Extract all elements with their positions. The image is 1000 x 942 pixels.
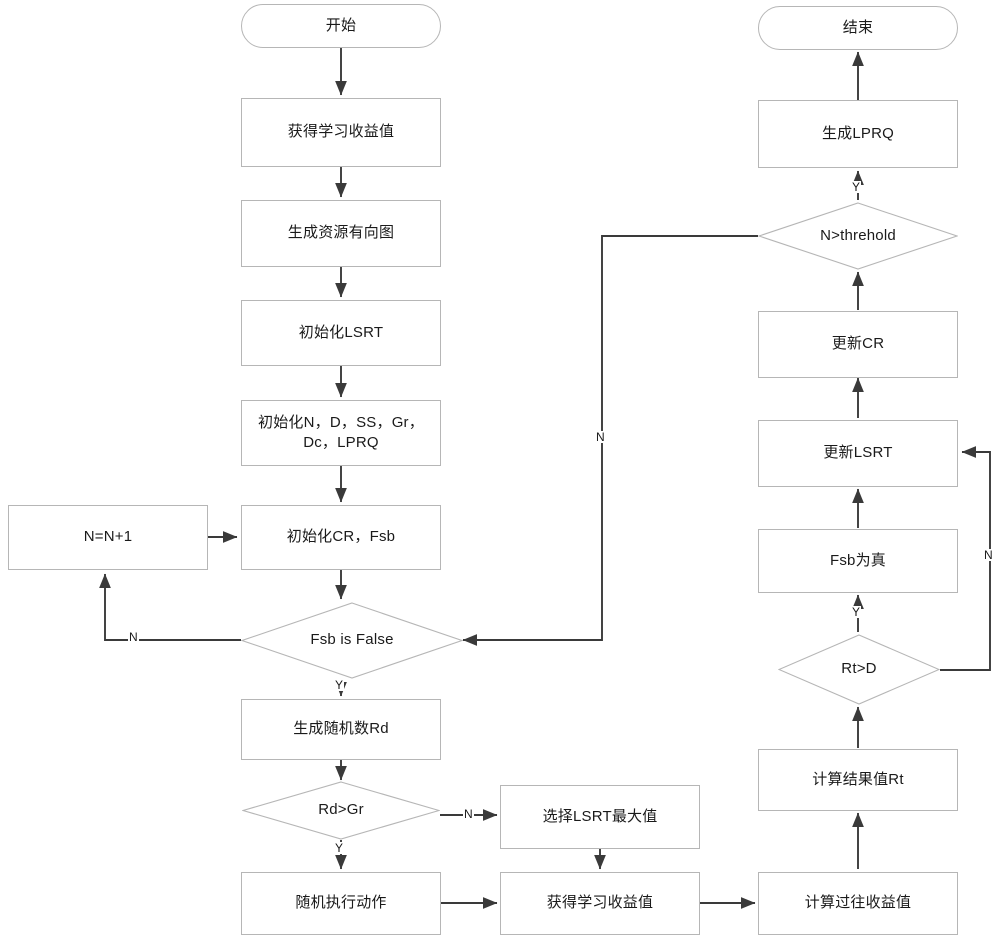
diamond-shape-n-gt-threhold [758,202,958,270]
node-decision-n-gt-threhold[interactable]: N>threhold [758,202,958,270]
node-end[interactable]: 结束 [758,6,958,50]
node-generate-resource-graph[interactable]: 生成资源有向图 [241,200,441,267]
node-decision-rt-gt-d[interactable]: Rt>D [778,634,940,705]
diamond-shape-fsb-is-false [241,602,463,679]
node-calc-past-reward[interactable]: 计算过往收益值 [758,872,958,935]
node-fsb-true[interactable]: Fsb为真 [758,529,958,593]
node-fsb-true-label: Fsb为真 [829,551,886,569]
node-init-lsrt[interactable]: 初始化LSRT [241,300,441,366]
edge-label-fsb-false-yes: Y [334,678,345,692]
node-get-learning-reward-1[interactable]: 获得学习收益值 [241,98,441,167]
edge-label-rt-d-no: N [983,548,994,562]
diamond-shape-rd-gt-gr [242,781,440,840]
node-init-params[interactable]: 初始化N，D，SS，Gr， Dc，LPRQ [241,400,441,466]
node-get-learning-reward-2-label: 获得学习收益值 [546,894,654,912]
edge-label-rd-gr-yes: Y [334,841,345,855]
node-decision-rt-gt-d-label: Rt>D [841,660,877,678]
node-start[interactable]: 开始 [241,4,441,48]
edge-label-threhold-yes: Y [851,180,862,194]
node-init-cr-fsb[interactable]: 初始化CR，Fsb [241,505,441,570]
node-select-lsrt-max-label: 选择LSRT最大值 [542,807,658,825]
node-init-lsrt-label: 初始化LSRT [298,323,384,341]
node-generate-lprq-label: 生成LPRQ [821,124,895,142]
node-generate-random-rd-label: 生成随机数Rd [293,720,389,738]
node-update-lsrt-label: 更新LSRT [823,444,893,462]
node-decision-n-gt-threhold-label: N>threhold [820,226,896,244]
node-decision-fsb-is-false[interactable]: Fsb is False [241,602,463,679]
node-start-label: 开始 [325,16,357,34]
node-select-lsrt-max[interactable]: 选择LSRT最大值 [500,785,700,849]
edge-label-fsb-false-no: N [128,630,139,644]
node-update-cr[interactable]: 更新CR [758,311,958,378]
node-get-learning-reward-2[interactable]: 获得学习收益值 [500,872,700,935]
node-update-cr-label: 更新CR [831,335,885,353]
edge-label-rd-gr-no: N [463,807,474,821]
node-init-params-line-2: Dc，LPRQ [303,434,379,451]
diamond-shape-rt-gt-d [778,634,940,705]
node-random-action[interactable]: 随机执行动作 [241,872,441,935]
node-generate-lprq[interactable]: 生成LPRQ [758,100,958,168]
node-get-learning-reward-1-label: 获得学习收益值 [287,123,395,141]
node-random-action-label: 随机执行动作 [295,894,387,912]
node-init-params-line-1: 初始化N，D，SS，Gr， [258,413,424,431]
node-decision-fsb-is-false-label: Fsb is False [310,631,394,649]
node-calc-result-rt-label: 计算结果值Rt [812,770,904,788]
node-generate-resource-graph-label: 生成资源有向图 [287,224,395,242]
node-update-lsrt[interactable]: 更新LSRT [758,420,958,487]
node-init-cr-fsb-label: 初始化CR，Fsb [286,528,396,546]
edge-label-rt-d-yes: Y [851,605,862,619]
edge-label-threhold-no: N [595,430,606,444]
node-calc-result-rt[interactable]: 计算结果值Rt [758,749,958,811]
node-calc-past-reward-label: 计算过往收益值 [804,894,912,912]
node-n-increment[interactable]: N=N+1 [8,505,208,570]
node-decision-rd-gt-gr[interactable]: Rd>Gr [242,781,440,840]
node-decision-rd-gt-gr-label: Rd>Gr [318,801,364,819]
edge-fsb-false-no-to-n-increment [99,573,241,641]
node-generate-random-rd[interactable]: 生成随机数Rd [241,699,441,760]
edge-threhold-no-to-fsb-false [462,235,758,646]
node-end-label: 结束 [842,18,874,36]
node-n-increment-label: N=N+1 [83,528,133,546]
